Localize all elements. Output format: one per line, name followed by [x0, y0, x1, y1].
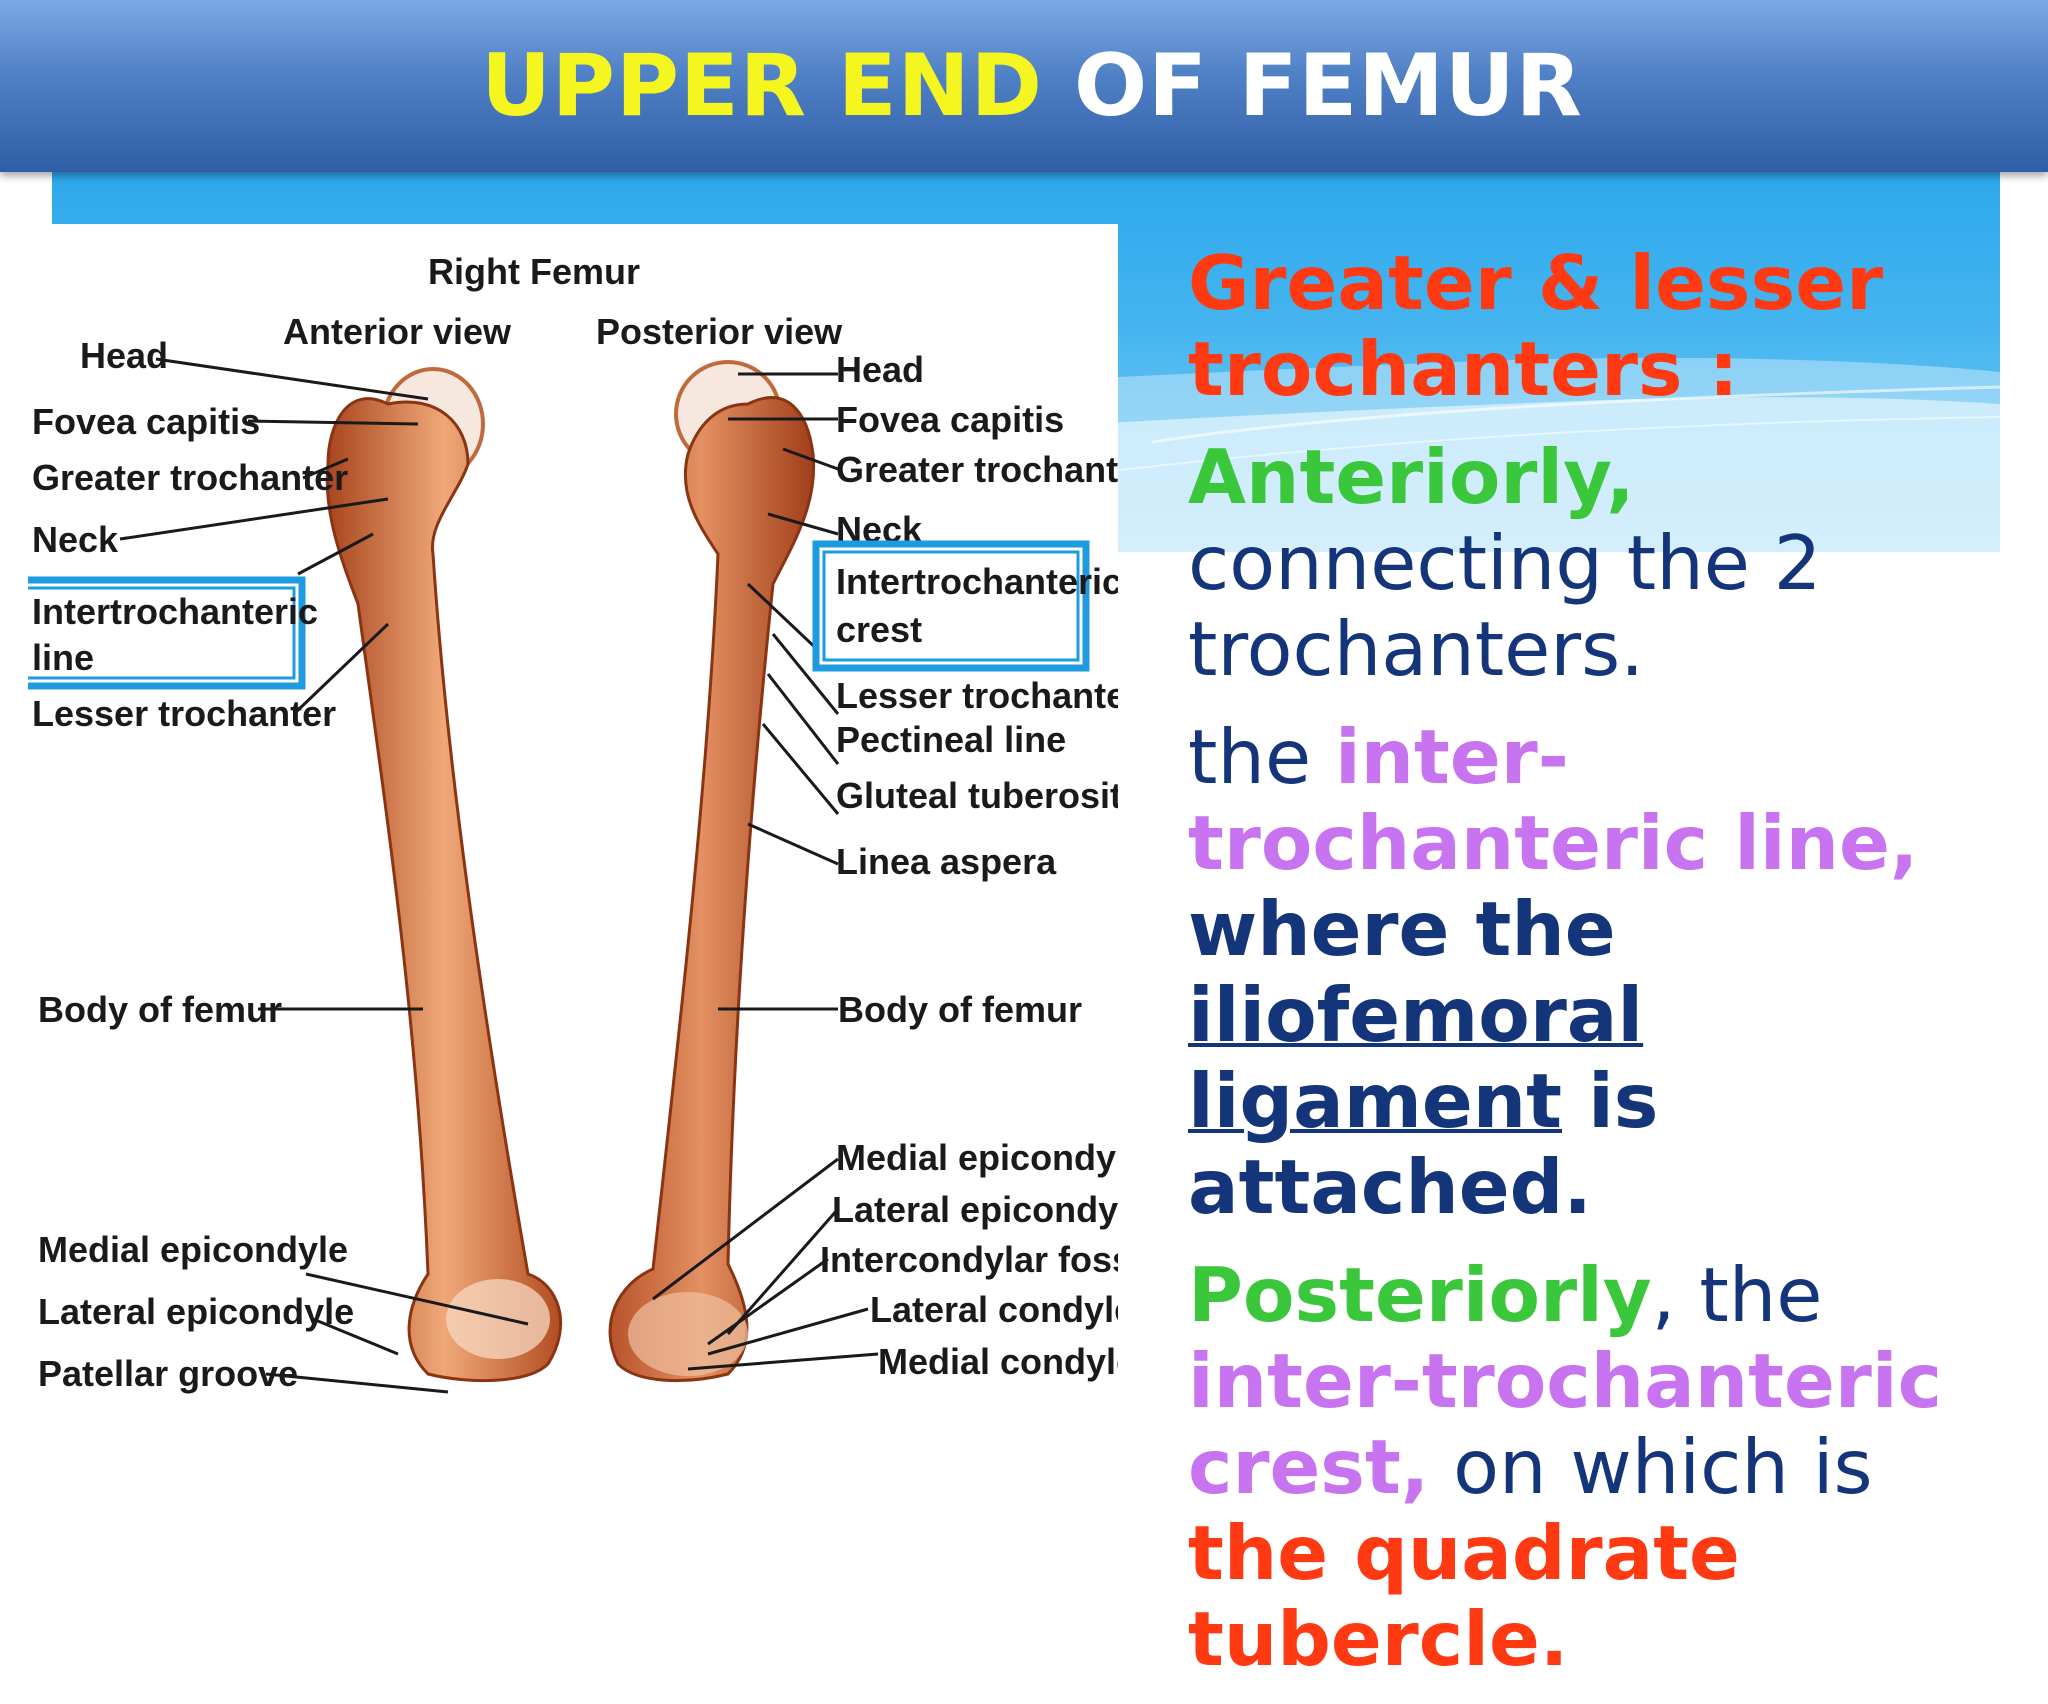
trochanters-heading: Greater & lesser trochanters : — [1188, 239, 1884, 413]
posterior-label-medial-condyle: Medial condyle — [878, 1341, 1118, 1382]
posterior-label-gluteal-tuberosity: Gluteal tuberosity — [836, 775, 1118, 816]
posterior-label-greater-trochanter: Greater trochanter — [836, 449, 1118, 490]
anteriorly-label: Anteriorly, — [1188, 433, 1635, 521]
posterior-intertrochanteric-crest-highlight-box — [812, 540, 1090, 672]
anterior-leader-lines — [119, 357, 529, 1394]
anterior-label-fovea-capitis: Fovea capitis — [32, 401, 260, 442]
posterior-label-medial-epicondyle: Medial epicondyle — [836, 1137, 1118, 1178]
posterior-label-body-of-femur: Body of femur — [838, 989, 1082, 1030]
anterior-label-body-of-femur: Body of femur — [38, 989, 282, 1030]
title-highlight: UPPER END — [481, 36, 1044, 136]
anterior-label-intertrochanteric-line-1: Intertrochanteric — [32, 591, 318, 632]
title-rest: OF FEMUR — [1073, 36, 1583, 136]
iliofemoral-ligament-term: iliofemoral ligament — [1188, 971, 1644, 1145]
anterior-label-intertrochanteric-line-2: line — [32, 637, 94, 678]
posterior-label-intertrochanteric-crest-2: crest — [836, 609, 922, 650]
posterior-label-lateral-epicondyle: Lateral epicondyle — [832, 1189, 1118, 1230]
figure-title: Right Femur — [428, 251, 640, 292]
anterior-description: connecting the 2 trochanters. — [1188, 519, 1822, 693]
anterior-label-lateral-epicondyle: Lateral epicondyle — [38, 1291, 354, 1332]
posterior-separator: , the — [1651, 1251, 1823, 1339]
anterior-label-lesser-trochanter: Lesser trochanter — [32, 693, 336, 734]
intertrochanteric-crest-term: inter-trochanteric crest, — [1188, 1337, 1943, 1511]
posterior-label-lesser-trochanter: Lesser trochanter — [836, 675, 1118, 716]
anterior-view-caption: Anterior view — [283, 311, 512, 352]
posterior-label-linea-aspera: Linea aspera — [836, 841, 1057, 882]
the-prefix: the — [1188, 713, 1335, 801]
intertrochanteric-line-term: inter-trochanteric line, — [1188, 713, 1919, 887]
is-attached-text: is attached. — [1188, 1057, 1659, 1231]
anterior-intertrochanteric-line-highlight-box — [28, 576, 306, 690]
posterior-label-lateral-condyle: Lateral condyle — [870, 1289, 1118, 1330]
posterior-label-head: Head — [836, 349, 924, 390]
slide-title: UPPER END OF FEMUR — [481, 43, 1583, 129]
femur-figure: Right Femur Anterior view Posterior view — [28, 224, 1118, 1444]
where-the-text: where the — [1188, 885, 1616, 973]
posterior-label-fovea-capitis: Fovea capitis — [836, 399, 1064, 440]
on-which-text: on which is — [1429, 1423, 1873, 1511]
posterior-femur-bone — [608, 360, 816, 1382]
posterior-label-intertrochanteric-crest-1: Intertrochanteric — [836, 561, 1118, 602]
posterior-view-caption: Posterior view — [596, 311, 843, 352]
anterior-intertrochanteric-line-inner-box — [28, 586, 296, 680]
posterior-paragraph: Posteriorly, the inter-trochanteric cres… — [1188, 1252, 2018, 1682]
posterior-label-pectineal-line: Pectineal line — [836, 719, 1066, 760]
posteriorly-label: Posteriorly — [1188, 1251, 1652, 1339]
quadrate-tubercle-term: the quadrate tubercle. — [1188, 1509, 1740, 1683]
anterior-paragraph: Anteriorly, connecting the 2 trochanters… — [1188, 434, 2018, 692]
anterior-label-head: Head — [80, 335, 168, 376]
femur-illustration: Right Femur Anterior view Posterior view — [28, 251, 1118, 1394]
anterior-label-patellar-groove: Patellar groove — [38, 1353, 298, 1394]
posterior-leader-lines — [652, 372, 879, 1371]
anterior-label-neck: Neck — [32, 519, 119, 560]
anterior-label-greater-trochanter: Greater trochanter — [32, 457, 348, 498]
posterior-intertrochanteric-crest-inner-box — [822, 550, 1080, 662]
anterior-label-medial-epicondyle: Medial epicondyle — [38, 1229, 348, 1270]
description-panel: Greater & lesser trochanters : Anteriorl… — [1188, 240, 2018, 1704]
heading-paragraph: Greater & lesser trochanters : — [1188, 240, 2018, 412]
intertrochanteric-line-paragraph: the inter-trochanteric line, where the i… — [1188, 714, 2018, 1230]
anterior-femur-bone — [325, 367, 563, 1383]
title-bar: UPPER END OF FEMUR — [0, 0, 2048, 172]
posterior-label-intercondylar-fossa: Intercondylar fossa — [820, 1239, 1118, 1280]
